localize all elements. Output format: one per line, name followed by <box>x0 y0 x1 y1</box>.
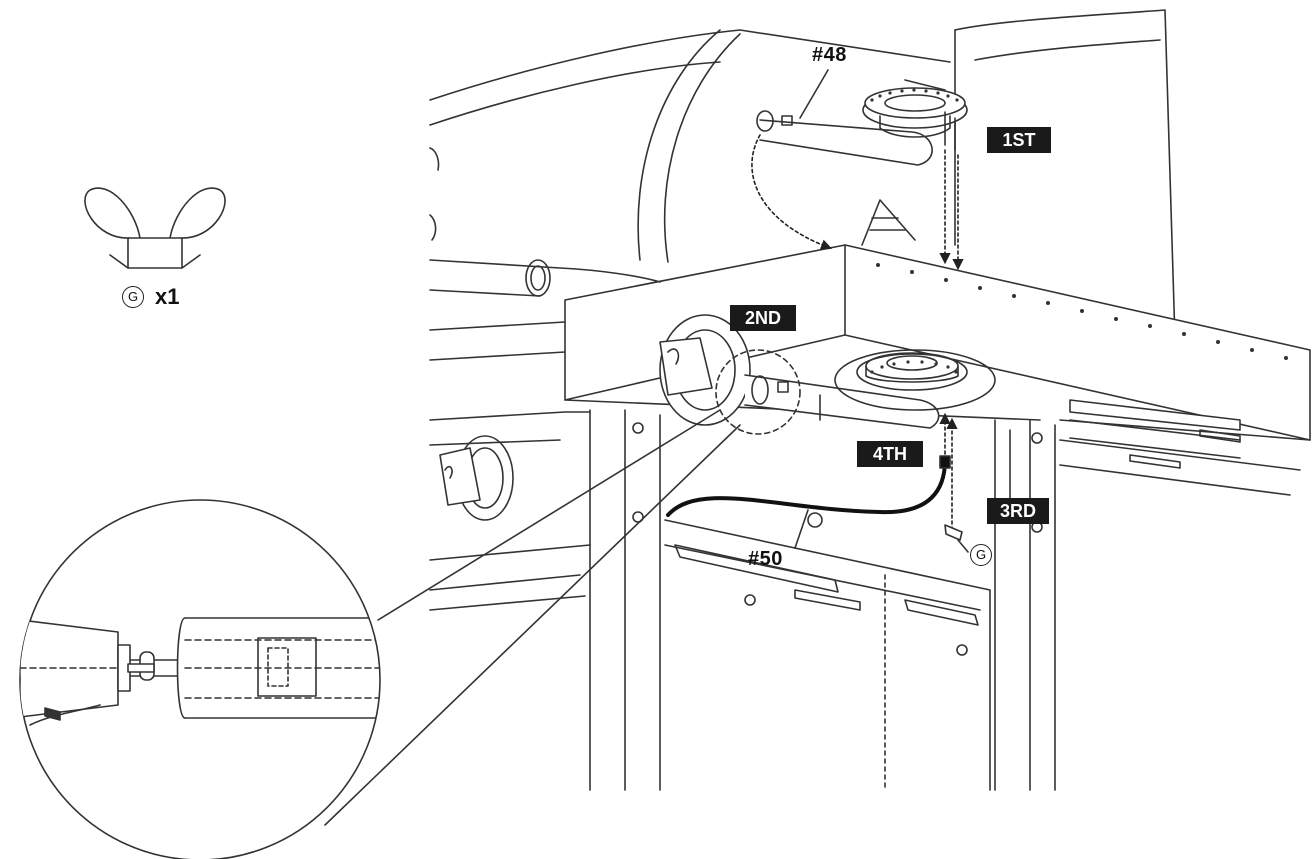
wing-nut-icon <box>84 187 226 269</box>
tube-insert-arrow <box>751 134 833 251</box>
zoom-detail-content <box>20 617 380 726</box>
part-label-48: #48 <box>812 44 847 66</box>
part-50-leader <box>794 509 809 549</box>
part-48-leader <box>799 69 829 119</box>
detail-callout-circle <box>715 349 801 435</box>
side-burner-tube-48 <box>756 110 933 166</box>
side-burner-head-48 <box>862 87 968 151</box>
shelf-rivets <box>876 263 1288 360</box>
shelf-bracket <box>861 199 916 246</box>
side-burner-tube-installed <box>744 374 940 429</box>
step-tag-4th: 4TH <box>857 441 923 467</box>
step-tag-3rd: 3RD <box>987 498 1049 524</box>
part-label-50: #50 <box>748 548 783 570</box>
ignitor-wire-50 <box>666 458 947 517</box>
hardware-quantity: x1 <box>155 284 180 309</box>
zoom-leader-bottom <box>324 424 741 826</box>
main-burner-knob <box>439 435 514 521</box>
burner-holes <box>870 88 959 374</box>
side-burner-head-installed <box>834 349 996 411</box>
grill-lid <box>429 29 951 297</box>
step-tag-2nd: 2ND <box>730 305 796 331</box>
cart-frame <box>429 409 1056 791</box>
step-tag-1st: 1ST <box>987 127 1051 153</box>
hardware-g-callout-icon: G <box>970 544 992 566</box>
zoom-leader-top <box>377 409 721 621</box>
side-burner-control-knob <box>659 314 751 426</box>
hardware-g-circle-icon: G <box>122 286 144 308</box>
